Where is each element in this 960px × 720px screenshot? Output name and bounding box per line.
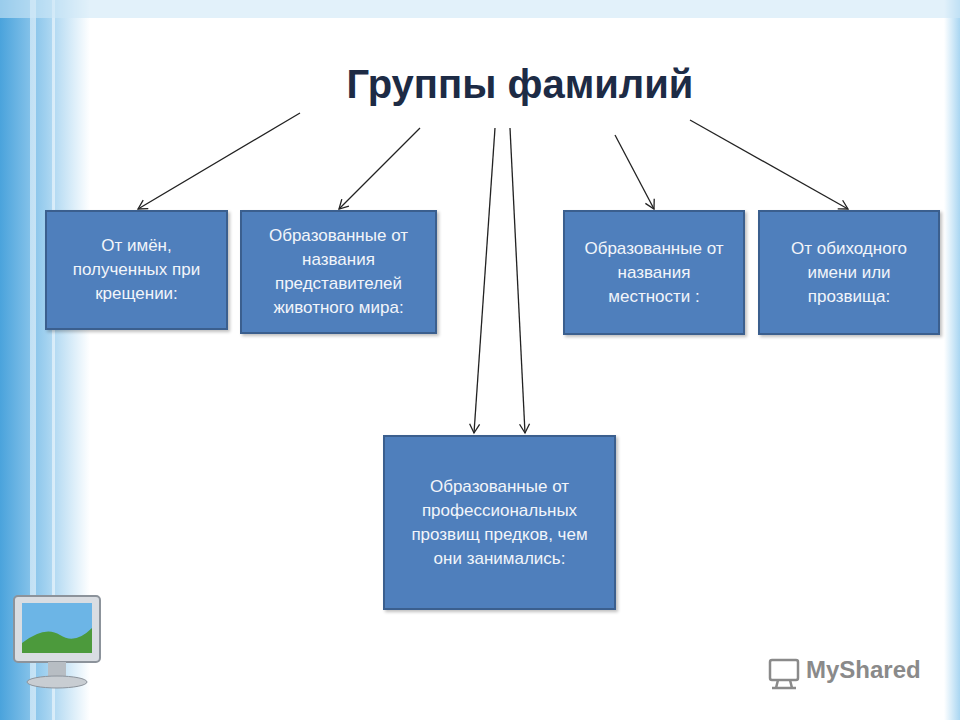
top-band bbox=[0, 0, 960, 18]
monitor-icon bbox=[14, 596, 100, 688]
watermark: MyShared bbox=[806, 656, 921, 684]
side-band bbox=[944, 0, 960, 720]
title-arrows bbox=[138, 113, 848, 433]
category-box: От имён, полученных при крещении: bbox=[45, 210, 228, 330]
category-box: Образованные от профессиональных прозвищ… bbox=[383, 435, 616, 610]
category-box: Образованные от названия местности : bbox=[563, 210, 745, 335]
arrow-line bbox=[690, 120, 848, 209]
box-text: От обиходного имени или прозвища: bbox=[760, 231, 938, 315]
arrow-line bbox=[510, 128, 525, 433]
arrow-line bbox=[339, 128, 420, 209]
box-text: От имён, полученных при крещении: bbox=[47, 228, 226, 312]
category-box: Образованные от названия представителей … bbox=[240, 210, 437, 334]
box-text: Образованные от названия местности : bbox=[565, 231, 743, 315]
arrow-line bbox=[615, 135, 654, 209]
watermark-icon bbox=[770, 660, 798, 688]
category-box: От обиходного имени или прозвища: bbox=[758, 210, 940, 335]
box-text: Образованные от профессиональных прозвищ… bbox=[385, 469, 614, 577]
diagram-title: Группы фамилий bbox=[260, 62, 780, 107]
box-text: Образованные от названия представителей … bbox=[242, 218, 435, 326]
arrow-line bbox=[138, 113, 300, 209]
arrow-line bbox=[474, 128, 495, 433]
